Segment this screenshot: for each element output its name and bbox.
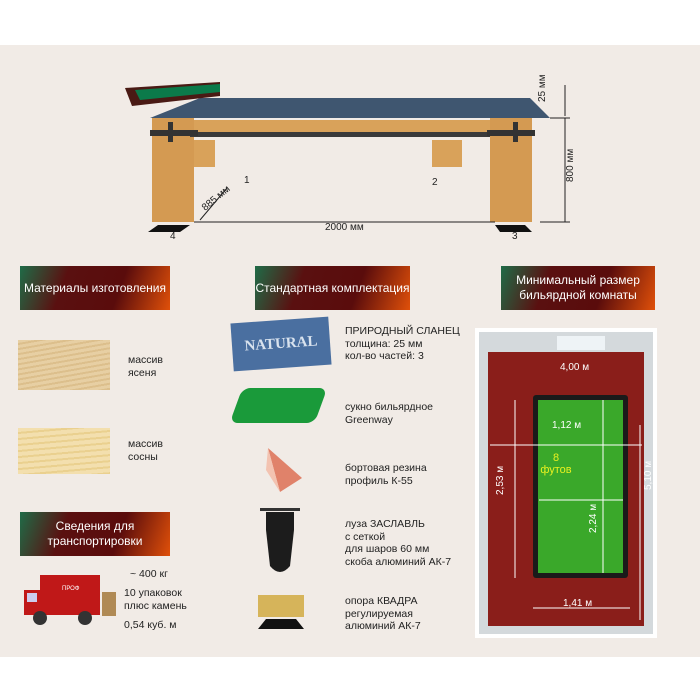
leg-support-image [258, 595, 304, 629]
clear-bottom-label: 1,41 м [563, 598, 593, 609]
table-diagram [125, 82, 570, 232]
slate-natural-image: NATURAL [230, 316, 332, 372]
leg-label-2: 2 [432, 177, 438, 188]
leg-label-1: 1 [244, 175, 250, 186]
room-width-label: 4,00 м [560, 362, 590, 373]
room-header: Минимальный размер бильярдной комнаты [501, 266, 655, 310]
cloth-image [229, 388, 328, 423]
clear-side-label: 2,53 м [495, 465, 506, 495]
truck-logo-text: ПРОФ [62, 586, 80, 592]
truck-icon: ПРОФ [24, 575, 116, 625]
room-plan [475, 328, 657, 638]
dim-length: 2000 мм [325, 222, 364, 233]
transport-weight: ~ 400 кг [130, 568, 168, 580]
room-length-label: 5,10 м [643, 460, 654, 490]
table-width-label: 1,12 м [552, 420, 582, 431]
dim-top-thickness: 25 мм [537, 74, 548, 102]
material-pine-label: массив сосны [128, 438, 164, 463]
ash-wood-image [18, 340, 110, 390]
leg-label-3: 3 [512, 231, 518, 242]
dim-height: 800 мм [565, 148, 576, 182]
pocket-image [260, 508, 300, 572]
pine-wood-image [18, 428, 110, 474]
transport-volume: 0,54 куб. м [124, 619, 177, 631]
kit-header: Стандартная комплектация [255, 266, 410, 310]
transport-header: Сведения для транспортировки [20, 512, 170, 556]
material-ash-label: массив ясеня [128, 354, 164, 379]
table-length-label: 2,24 м [588, 503, 599, 533]
rubber-cushion-image [266, 448, 302, 492]
leg-label-4: 4 [170, 231, 176, 242]
transport-packages: 10 упаковок плюс камень [124, 587, 187, 612]
materials-header: Материалы изготовления [20, 266, 170, 310]
